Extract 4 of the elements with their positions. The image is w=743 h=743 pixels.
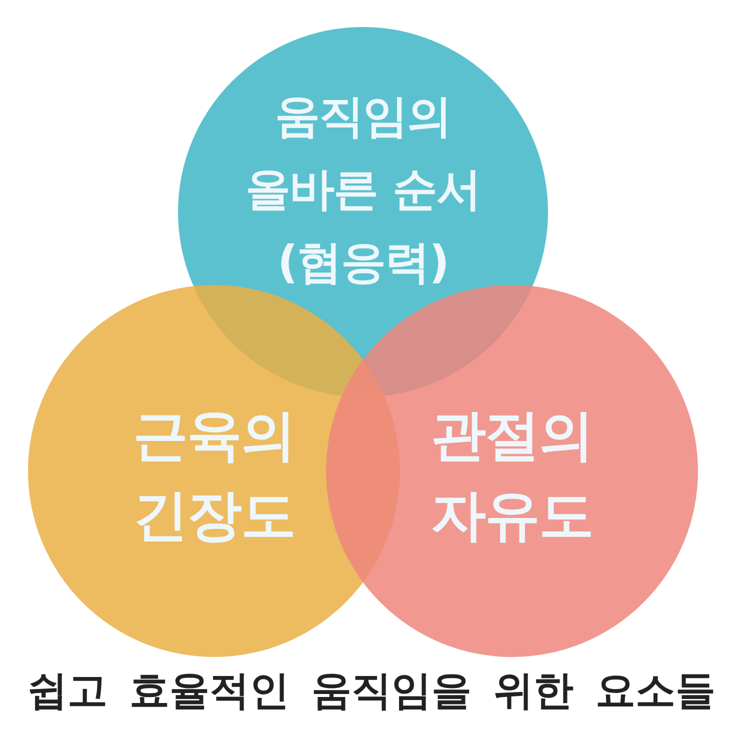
circle-label: 관절의 자유도: [430, 402, 594, 549]
circle-label: 움직임의 올바른 순서 (협응력): [244, 88, 482, 290]
circle-label: 근육의 긴장도: [132, 402, 296, 549]
diagram-caption: 쉽고 효율적인 움직임을 위한 요소들: [28, 667, 716, 716]
